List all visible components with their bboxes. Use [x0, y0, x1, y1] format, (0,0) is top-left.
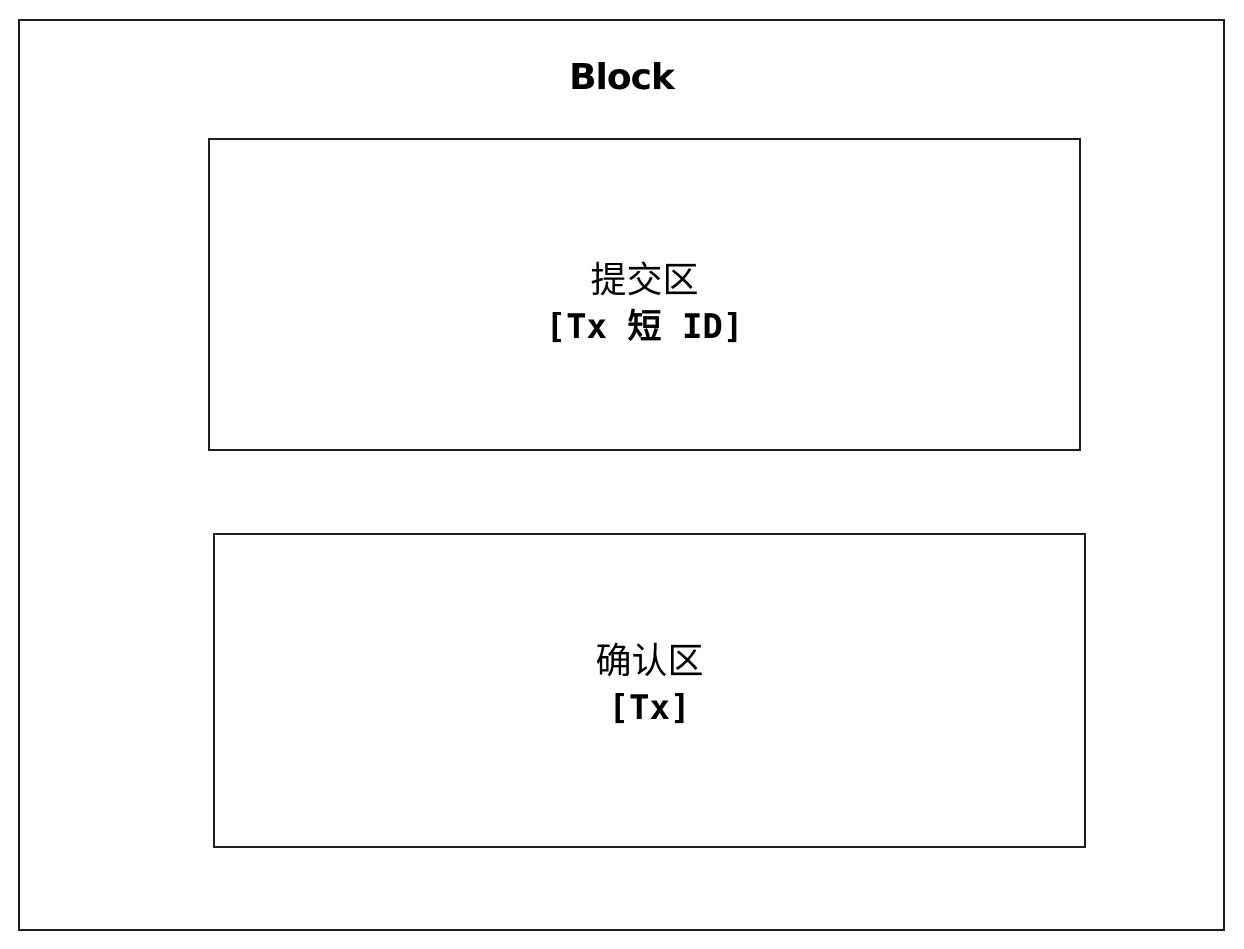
submission-zone-box: 提交区 [Tx 短 ID]: [208, 138, 1081, 451]
block-title: Block: [569, 57, 675, 98]
confirmation-zone-content: [Tx]: [608, 687, 691, 728]
confirmation-zone-label-group: 确认区 [Tx]: [215, 639, 1084, 730]
submission-zone-title: 提交区: [590, 260, 699, 301]
confirmation-zone-box: 确认区 [Tx]: [213, 533, 1086, 848]
submission-zone-label-group: 提交区 [Tx 短 ID]: [210, 258, 1079, 349]
confirmation-zone-title: 确认区: [595, 641, 704, 682]
block-container: Block: [18, 19, 1225, 931]
submission-zone-content: [Tx 短 ID]: [545, 306, 744, 347]
